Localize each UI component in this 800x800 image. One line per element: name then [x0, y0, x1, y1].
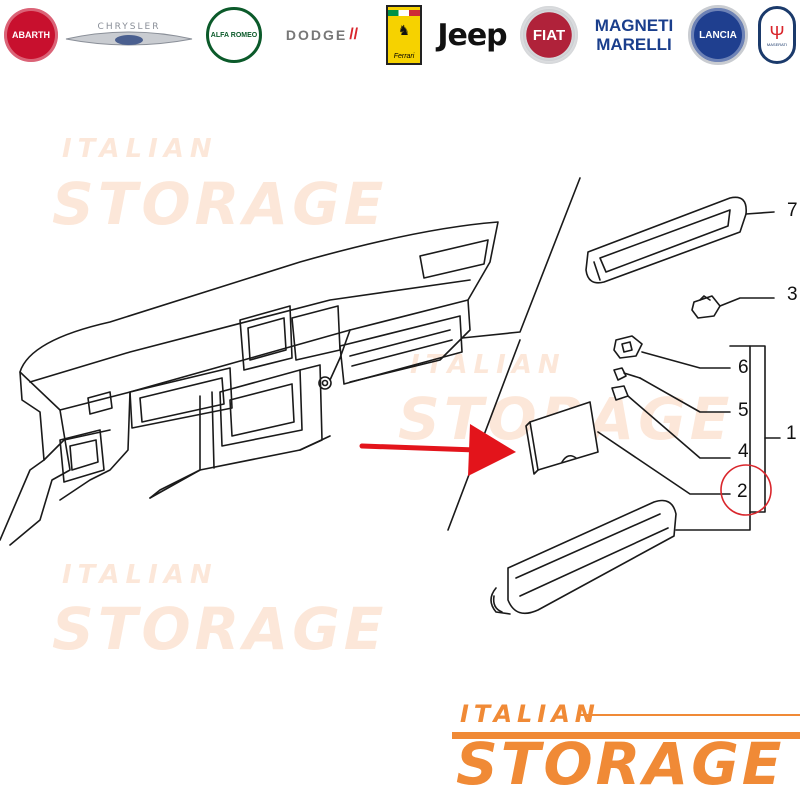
jeep-logo: Jeep	[430, 4, 514, 66]
brand-logo-bar: ABARTH CHRYSLER ALFA ROMEO DODGE // ♞ Fe…	[0, 0, 800, 72]
fiat-logo: FIAT	[518, 4, 580, 66]
magneti-marelli-logo: MAGNETI MARELLI	[588, 4, 680, 66]
dodge-stripes-wordmark-icon: DODGE	[285, 27, 348, 43]
jeep-wordmark-icon: Jeep	[437, 17, 507, 53]
lancia-badge-icon: LANCIA	[688, 5, 748, 65]
logo-stripe	[452, 732, 800, 739]
fiat-badge-icon: FIAT	[520, 6, 578, 64]
logo-small-text: ITALIAN	[460, 700, 600, 728]
brand-label: MASERATI	[766, 41, 788, 47]
part-7-trim-drawing	[585, 196, 775, 284]
callout-7: 7	[787, 200, 798, 221]
chrysler-wings-badge-icon: CHRYSLER	[65, 22, 193, 46]
red-arrow-icon	[359, 424, 516, 476]
part-6-latch-drawing	[613, 335, 731, 369]
part-2-cover-drawing	[525, 401, 731, 495]
part-1-glovebox-door-drawing	[490, 345, 751, 615]
part-3-clip-drawing	[691, 295, 775, 319]
callout-6: 6	[738, 357, 749, 378]
ferrari-logo: ♞ Ferrari	[384, 4, 424, 66]
part-5-screw-drawing	[613, 367, 731, 413]
maserati-logo: Ψ MASERATI	[756, 4, 798, 66]
magneti-marelli-wordmark-icon: MAGNETI MARELLI	[594, 16, 674, 54]
callout-1: 1	[786, 423, 797, 444]
callout-4: 4	[738, 441, 749, 462]
maserati-trident-badge-icon: Ψ MASERATI	[758, 6, 796, 64]
callout-2: 2	[737, 481, 748, 502]
ferrari-prancing-horse-shield-icon: ♞ Ferrari	[386, 5, 422, 65]
brand-label: Ferrari	[393, 53, 415, 60]
alfa-romeo-roundel-icon: ALFA ROMEO	[206, 7, 262, 63]
brand-label: ABARTH	[12, 30, 50, 40]
brand-label: FIAT	[532, 26, 566, 44]
lancia-logo: LANCIA	[686, 4, 750, 66]
dodge-stripes-icon: //	[349, 26, 359, 43]
alfa-romeo-logo: ALFA ROMEO	[204, 4, 264, 66]
abarth-scorpion-badge-icon: ABARTH	[4, 8, 58, 62]
parts-diagram	[0, 177, 781, 615]
highlight-circle	[720, 464, 772, 516]
dodge-logo: DODGE //	[270, 4, 374, 66]
brand-label: CHRYSLER	[98, 22, 161, 32]
trident-icon: Ψ	[769, 22, 785, 43]
abarth-logo: ABARTH	[2, 4, 60, 66]
zoom-leader-line	[461, 177, 581, 339]
horse-icon: ♞	[397, 22, 411, 38]
brand-label: ALFA ROMEO	[210, 31, 258, 39]
callout-5: 5	[738, 400, 749, 421]
dashboard-assembly-drawing	[0, 221, 499, 546]
chrysler-logo: CHRYSLER	[64, 4, 194, 66]
part-4-clip-drawing	[611, 385, 731, 459]
brand-label: LANCIA	[699, 29, 737, 41]
logo-big-text: STORAGE	[456, 730, 785, 798]
callout-3: 3	[787, 284, 798, 305]
